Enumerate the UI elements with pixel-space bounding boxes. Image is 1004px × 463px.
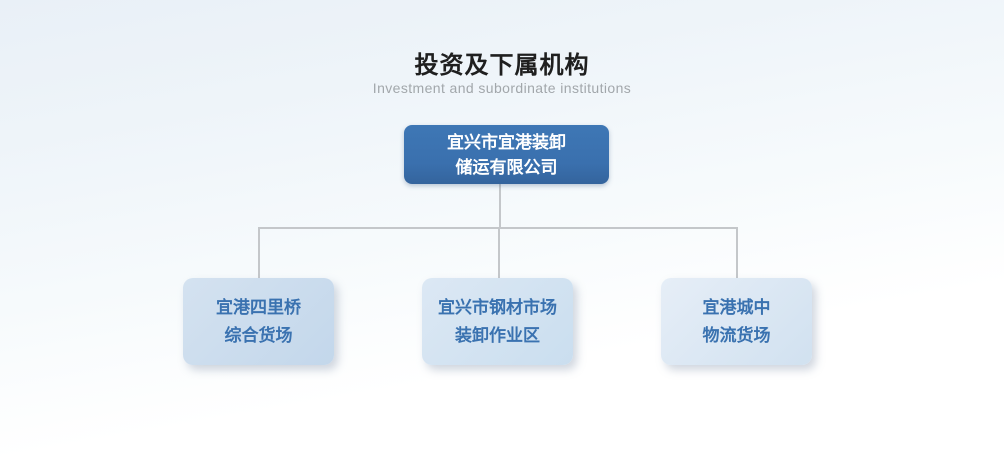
page-subtitle: Investment and subordinate institutions: [372, 80, 632, 96]
org-node-child-1: 宜港四里桥 综合货场: [183, 278, 334, 365]
org-node-child-1-label-line1: 宜港四里桥: [216, 297, 301, 317]
org-node-root-label-line2: 储运有限公司: [455, 157, 558, 177]
org-node-child-2-label-line1: 宜兴市钢材市场: [438, 297, 557, 317]
connector-drop-right: [736, 227, 738, 278]
connector-drop-middle: [498, 227, 500, 278]
page-title: 投资及下属机构: [414, 52, 590, 79]
org-node-root-label-line1: 宜兴市宜港装卸: [447, 132, 566, 152]
org-node-child-2-label-line2: 装卸作业区: [455, 325, 540, 345]
org-node-child-3: 宜港城中 物流货场: [661, 278, 812, 365]
connector-drop-left: [258, 227, 260, 278]
connector-root-stem: [499, 184, 501, 229]
org-node-child-2: 宜兴市钢材市场 装卸作业区: [422, 278, 573, 365]
org-node-child-1-label-line2: 综合货场: [224, 325, 293, 345]
org-node-child-3-label-line2: 物流货场: [702, 325, 771, 345]
org-node-child-3-label-line1: 宜港城中: [702, 297, 771, 317]
org-node-root: 宜兴市宜港装卸 储运有限公司: [404, 125, 609, 184]
